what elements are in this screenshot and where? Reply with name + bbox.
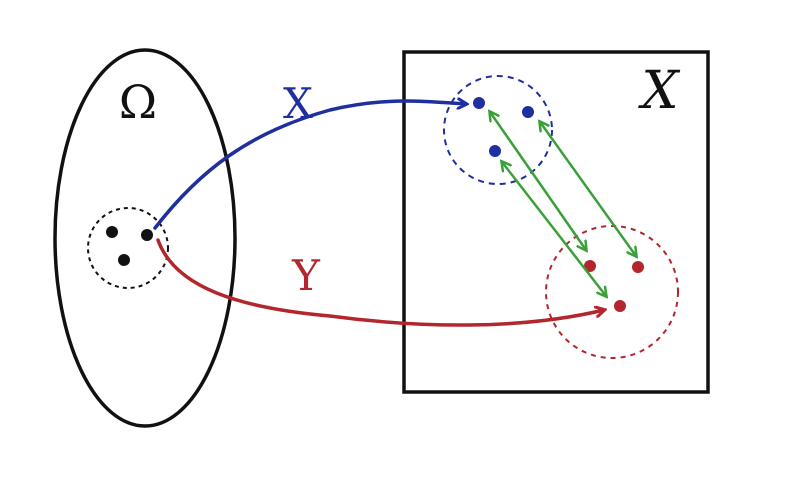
green-double-arrow [502,162,606,296]
omega-point [106,226,118,238]
space-box [402,50,710,394]
omega-label: Ω [119,75,157,129]
omega-subset [87,207,169,289]
space-label: X [637,61,680,121]
x-point [522,106,534,118]
map-y-arrow [156,238,604,327]
map-x-arrow [153,101,466,230]
x-image-cluster [443,75,553,185]
green-double-arrow [490,112,586,250]
x-point [489,145,501,157]
omega-set [53,48,237,428]
green-double-arrow [540,122,636,256]
map-y-label: Y [291,251,321,300]
omega-point [141,229,153,241]
omega-point [118,254,130,266]
map-x-label: X [283,79,313,128]
y-point [632,261,644,273]
y-point [614,300,626,312]
x-point [473,97,485,109]
